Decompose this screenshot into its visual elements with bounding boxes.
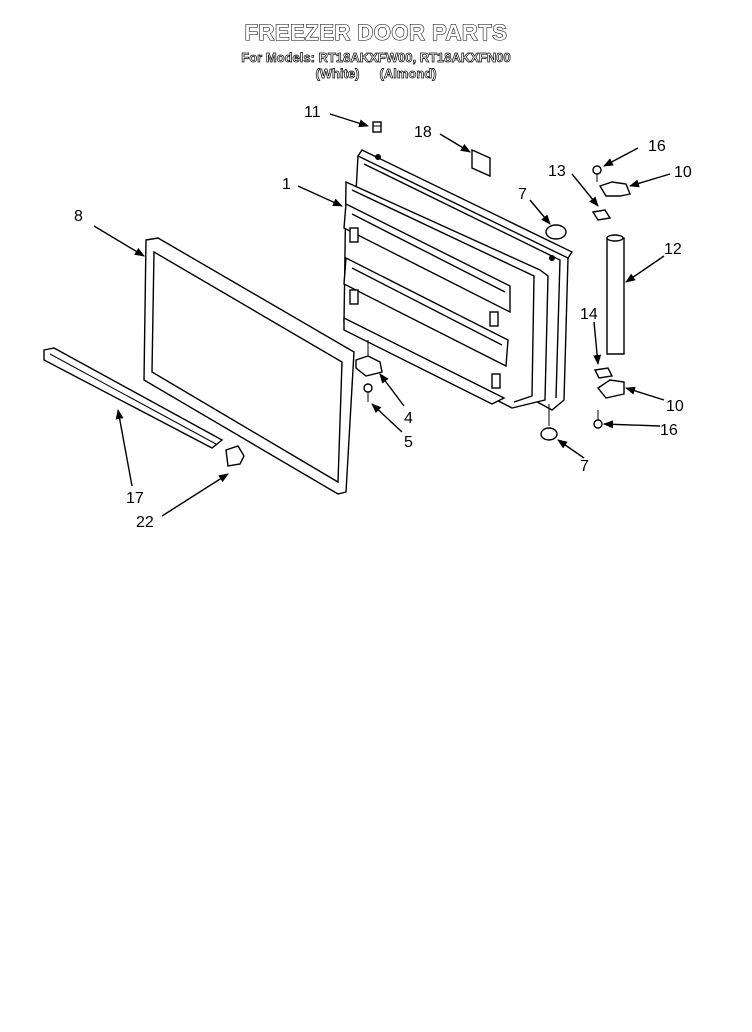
handle-cap-bottom	[596, 379, 625, 399]
callout-7-top: 7	[518, 186, 527, 203]
callout-11: 11	[304, 104, 321, 121]
handle-cap-top	[598, 181, 631, 197]
callout-14: 14	[580, 306, 598, 323]
screw-part-5	[363, 383, 373, 402]
callout-10-top: 10	[674, 164, 692, 181]
callout-17: 17	[126, 490, 144, 507]
callout-18: 18	[414, 124, 432, 141]
callout-12: 12	[664, 241, 682, 258]
callout-8: 8	[74, 208, 83, 225]
variant-almond: (Almond)	[379, 66, 437, 82]
plug-part-top	[545, 224, 567, 240]
screw-part-16-top	[592, 165, 602, 182]
screw-part-11	[372, 121, 382, 133]
diagram-title: FREEZER DOOR PARTS	[244, 19, 508, 45]
variant-white: (White)	[315, 66, 360, 82]
callout-10-bottom: 10	[666, 398, 684, 415]
trim-strip-part	[43, 347, 224, 449]
models-line: For Models: RT18AKXFW00, RT18AKXFN00	[241, 50, 511, 66]
callout-16-top: 16	[648, 138, 666, 155]
callout-4: 4	[404, 410, 413, 427]
callout-1: 1	[282, 176, 291, 193]
end-cap-part	[225, 445, 245, 467]
color-variants: (White) (Almond)	[0, 66, 752, 82]
door-liner-part	[343, 149, 574, 411]
callout-16-bottom: 16	[660, 422, 678, 439]
hinge-bracket-part	[355, 340, 383, 377]
callout-22: 22	[136, 514, 154, 531]
screw-part-16-bottom	[593, 410, 603, 429]
plug-part-bottom	[540, 404, 558, 441]
door-gasket-part	[143, 237, 355, 495]
callout-5: 5	[404, 434, 413, 451]
spacer-part-14	[593, 367, 614, 379]
spacer-part-13	[591, 209, 612, 221]
leader-lines	[93, 113, 671, 517]
decal-part	[471, 148, 491, 178]
callout-7-bottom: 7	[580, 458, 589, 475]
handle-part	[606, 234, 625, 355]
callout-13: 13	[548, 163, 566, 180]
